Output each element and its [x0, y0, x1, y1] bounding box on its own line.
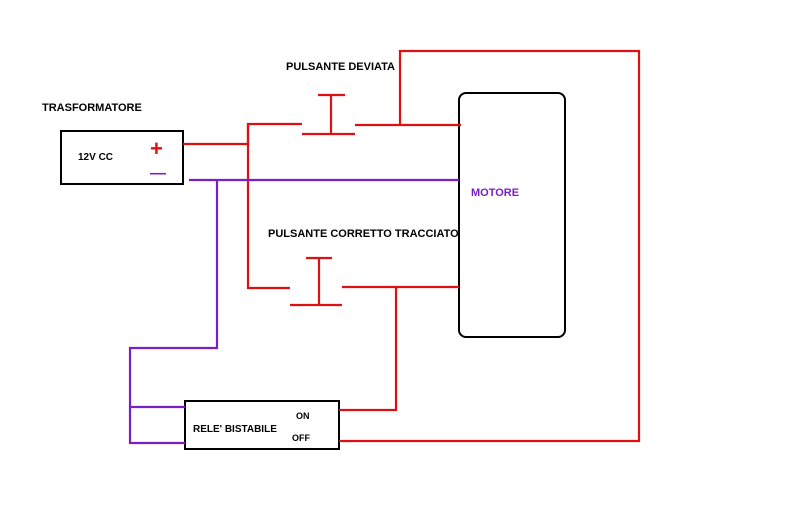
wire-positive-to-deviata	[183, 122, 302, 146]
transformer-label: TRASFORMATORE	[42, 102, 142, 114]
button-corretto-symbol	[290, 256, 342, 307]
relay-on-label: ON	[296, 411, 310, 421]
transformer-box	[60, 130, 184, 185]
wire-corretto-to-relay-on	[339, 287, 398, 412]
relay-box	[184, 400, 340, 450]
wire-positive-to-corretto	[246, 124, 290, 290]
button-deviata-label: PULSANTE DEVIATA	[286, 61, 395, 73]
wire-negative-to-relay	[128, 180, 219, 445]
positive-wires	[183, 49, 641, 443]
relay-off-label: OFF	[292, 433, 310, 443]
button-deviata-symbol	[302, 93, 355, 136]
minus-symbol: —	[150, 165, 166, 182]
button-corretto-label: PULSANTE CORRETTO TRACCIATO	[268, 228, 459, 240]
plus-symbol: +	[150, 136, 163, 161]
motor-box	[458, 92, 566, 338]
voltage-label: 12V CC	[78, 152, 113, 163]
wire-deviata-to-relay-off	[339, 49, 641, 443]
negative-wires	[128, 178, 459, 445]
relay-label: RELE' BISTABILE	[193, 424, 277, 435]
motor-label: MOTORE	[471, 187, 519, 199]
